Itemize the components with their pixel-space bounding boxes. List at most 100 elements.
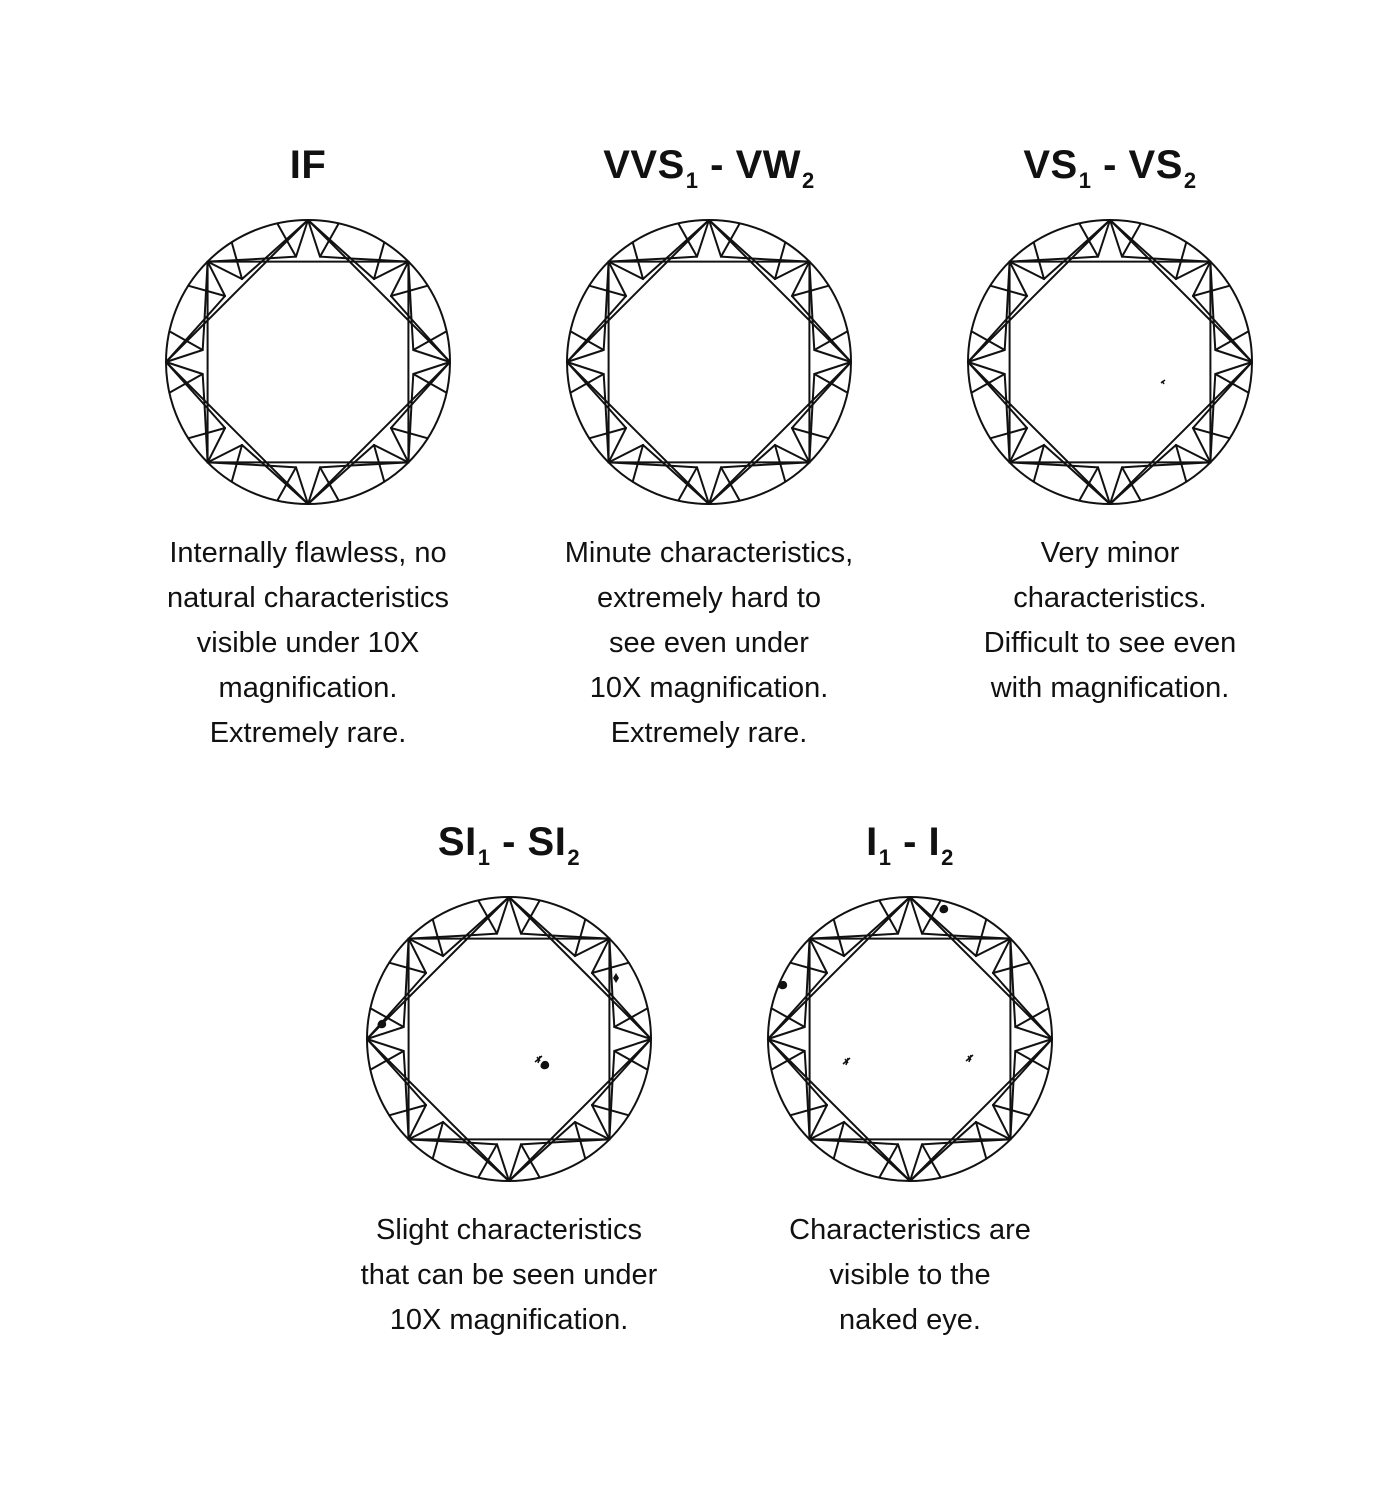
diamond-svg [566, 219, 852, 505]
upper-girdle-edge [566, 361, 605, 375]
grade-description-line: Internally flawless, no [169, 537, 447, 569]
kite-edge [790, 295, 814, 321]
upper-girdle-edge [477, 1143, 498, 1179]
kite-edge [442, 1120, 468, 1144]
table-star-line [366, 1038, 510, 1182]
upper-girdle-edge [607, 443, 645, 464]
upper-girdle-edge [1014, 1050, 1050, 1071]
upper-girdle-edge [590, 1103, 611, 1141]
kite-edge [264, 464, 297, 469]
upper-girdle-edge [230, 241, 244, 281]
upper-girdle-edge [789, 961, 829, 975]
kite-edge [410, 318, 415, 351]
upper-girdle-edge [921, 899, 942, 935]
upper-girdle-edge [607, 260, 645, 281]
upper-girdle-edge [909, 896, 923, 935]
upper-girdle-edge [1121, 222, 1142, 258]
upper-girdle-edge [878, 899, 899, 935]
upper-girdle-edge [590, 937, 611, 975]
upper-girdle-edge [388, 961, 428, 975]
upper-girdle-edge [307, 219, 321, 258]
upper-girdle-edge [878, 1143, 899, 1179]
upper-girdle-edge [372, 260, 410, 281]
upper-girdle-edge [720, 222, 741, 258]
upper-girdle-edge [773, 260, 811, 281]
grade-title-subscript: 1 [477, 845, 491, 870]
upper-girdle-edge [566, 349, 605, 363]
grade-title-subscript: 2 [567, 845, 581, 870]
upper-girdle-edge [696, 219, 710, 258]
upper-girdle-edge [1174, 241, 1188, 281]
grade-description-line: Very minor [1040, 537, 1180, 569]
upper-girdle-edge [1008, 260, 1046, 281]
diamond-diagram [765, 894, 1055, 1184]
kite-edge [410, 373, 415, 406]
upper-girdle-edge [832, 918, 846, 958]
grade-title-subscript: 1 [878, 845, 892, 870]
kite-edge [611, 995, 616, 1028]
inclusion-spot-icon [377, 1019, 387, 1029]
upper-girdle-edge [230, 443, 244, 483]
upper-girdle-edge [1078, 222, 1099, 258]
upper-girdle-edge [790, 284, 830, 298]
kite-edge [241, 257, 267, 281]
table-star-line [366, 896, 510, 1040]
kite-edge [389, 295, 413, 321]
grade-title-subscript: 2 [941, 845, 954, 870]
upper-girdle-edge [1014, 1026, 1053, 1040]
upper-girdle-edge [897, 1143, 911, 1182]
kite-edge [843, 1120, 869, 1144]
table-star-line [165, 361, 309, 505]
upper-girdle-edge [708, 466, 722, 505]
upper-girdle-edge [307, 466, 321, 505]
kite-edge [843, 934, 869, 958]
upper-girdle-edge [508, 1143, 522, 1182]
grade-title-text: I [866, 820, 878, 864]
grade-description-line: Minute characteristics, [564, 537, 854, 569]
kite-edge [1151, 443, 1177, 467]
upper-girdle-edge [813, 349, 852, 363]
upper-girdle-edge [613, 1050, 649, 1071]
upper-girdle-edge [767, 1026, 806, 1040]
upper-girdle-edge [708, 219, 722, 258]
upper-girdle-edge [319, 466, 340, 502]
kite-edge [602, 373, 607, 406]
upper-girdle-edge [808, 937, 846, 958]
kite-edge [465, 1141, 498, 1146]
upper-girdle-edge [407, 937, 428, 975]
kite-edge [991, 1080, 1015, 1106]
upper-girdle-edge [1174, 443, 1212, 464]
upper-girdle-edge [569, 330, 605, 351]
kite-edge [1066, 464, 1099, 469]
grade-description-line: visible to the [829, 1259, 991, 1291]
kite-edge [319, 255, 352, 260]
kite-edge [389, 403, 413, 429]
kite-edge [1005, 403, 1029, 429]
upper-girdle-edge [366, 1026, 405, 1040]
kite-edge [203, 403, 227, 429]
upper-girdle-edge [989, 426, 1029, 440]
diamond-diagram [965, 217, 1255, 507]
kite-edge [1191, 295, 1215, 321]
upper-girdle-edge [369, 1050, 405, 1071]
upper-girdle-edge [573, 1120, 611, 1141]
kite-edge [550, 1120, 576, 1144]
inclusion-spot-icon [778, 980, 788, 990]
grade-description-line: see even under [609, 627, 809, 659]
grade-description-line: with magnification. [990, 672, 1230, 704]
upper-girdle-edge [967, 349, 1006, 363]
upper-girdle-edge [991, 1103, 1031, 1117]
upper-girdle-edge [1014, 1038, 1053, 1052]
upper-girdle-edge [206, 426, 227, 464]
kite-edge [604, 295, 628, 321]
upper-girdle-edge [276, 466, 297, 502]
upper-girdle-edge [372, 443, 386, 483]
grade-title-text: - VS [1091, 143, 1183, 187]
kite-edge [805, 972, 829, 998]
upper-girdle-edge [1214, 373, 1250, 394]
kite-edge [590, 1080, 614, 1106]
grade-title: I1 - I2 [710, 820, 1110, 869]
kite-edge [750, 257, 776, 281]
